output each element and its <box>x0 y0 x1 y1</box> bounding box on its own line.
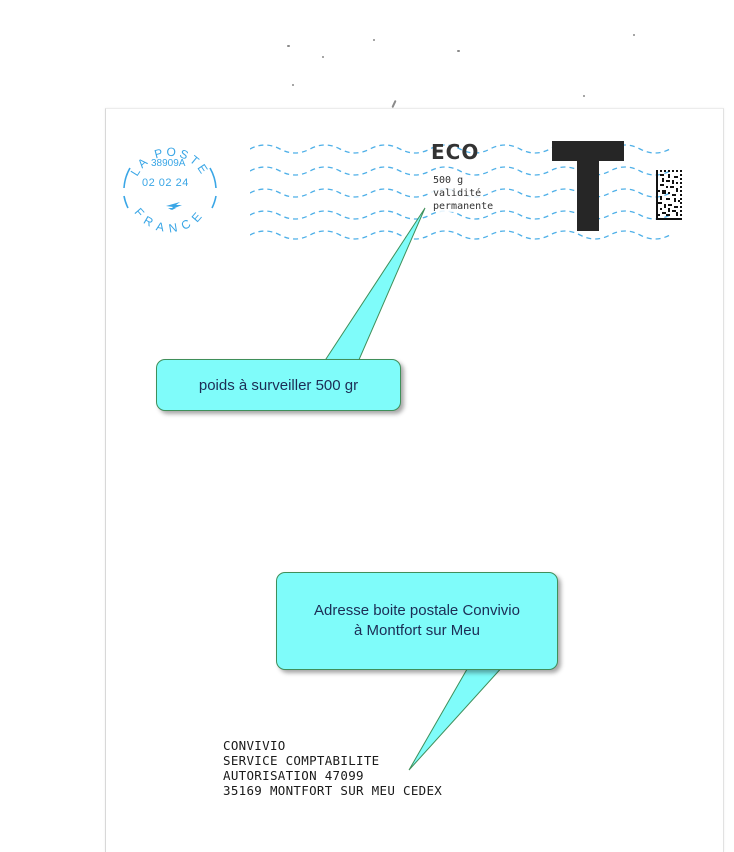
paper-speck <box>583 95 585 97</box>
la-poste-postmark: LA POSTE FRANCE 38909A 02 02 24 <box>118 138 222 242</box>
t-logo <box>552 141 624 231</box>
stamp-code: 38909A <box>151 158 186 169</box>
recipient-address: CONVIVIO SERVICE COMPTABILITE AUTORISATI… <box>223 738 442 798</box>
la-poste-bird-icon <box>166 202 182 210</box>
validity-line-1: validité <box>431 188 484 199</box>
weight-warning-text: poids à surveiller 500 gr <box>198 376 359 394</box>
stamp-date: 02 02 24 <box>142 177 189 189</box>
address-callout-line-1: Adresse boite postale Convivio <box>314 602 520 619</box>
svg-text:FRANCE: FRANCE <box>132 205 209 235</box>
address-line-city: 35169 MONTFORT SUR MEU CEDEX <box>223 783 443 798</box>
address-info-callout: Adresse boite postale Convivio à Montfor… <box>276 572 558 670</box>
address-line-name: CONVIVIO <box>223 738 286 753</box>
paper-speck <box>373 39 375 41</box>
address-callout-line-2: à Montfort sur Meu <box>354 622 480 639</box>
paper-speck <box>322 56 324 58</box>
paper-speck <box>292 84 294 86</box>
validity-line-2: permanente <box>431 201 496 212</box>
datamatrix-icon <box>656 170 682 220</box>
paper-speck <box>633 34 635 36</box>
weight-warning-callout: poids à surveiller 500 gr <box>156 359 401 411</box>
paper-speck <box>391 99 397 109</box>
weight-label: 500 g <box>431 175 466 186</box>
paper-speck <box>287 45 290 47</box>
stamp-bottom-text: FRANCE <box>132 205 203 235</box>
address-line-service: SERVICE COMPTABILITE <box>223 753 380 768</box>
paper-speck <box>457 50 460 52</box>
address-line-authorisation: AUTORISATION 47099 <box>223 768 364 783</box>
eco-label: ECO <box>431 140 480 164</box>
callout-pointer <box>323 207 426 363</box>
postmark-ring: LA POSTE FRANCE <box>123 145 217 236</box>
